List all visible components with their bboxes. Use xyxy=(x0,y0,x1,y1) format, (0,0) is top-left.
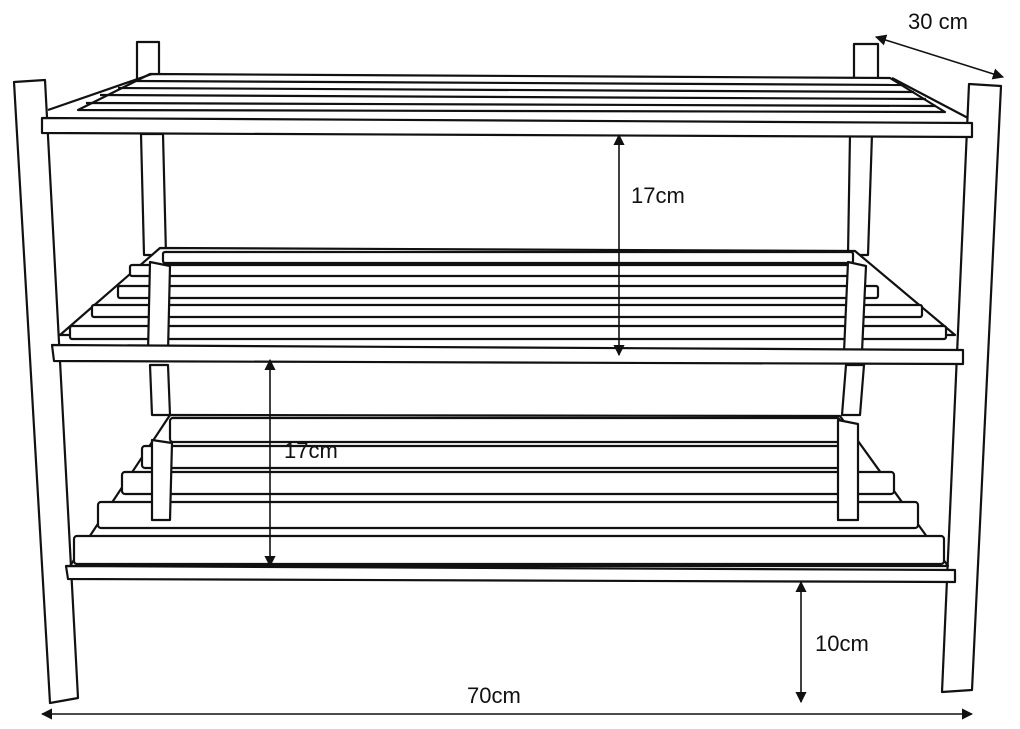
top-shelf xyxy=(40,72,974,139)
middle-shelf xyxy=(50,246,965,366)
front-right-post xyxy=(940,82,1003,694)
lower-gap-label: 17cm xyxy=(284,438,338,463)
clearance-label: 10cm xyxy=(815,631,869,656)
width-label: 70cm xyxy=(467,683,521,708)
front-left-post xyxy=(12,78,80,705)
upper-gap-label: 17cm xyxy=(631,183,685,208)
depth-label: 30 cm xyxy=(908,9,968,34)
bottom-shelf xyxy=(64,413,957,584)
depth-arrow xyxy=(874,34,1005,80)
